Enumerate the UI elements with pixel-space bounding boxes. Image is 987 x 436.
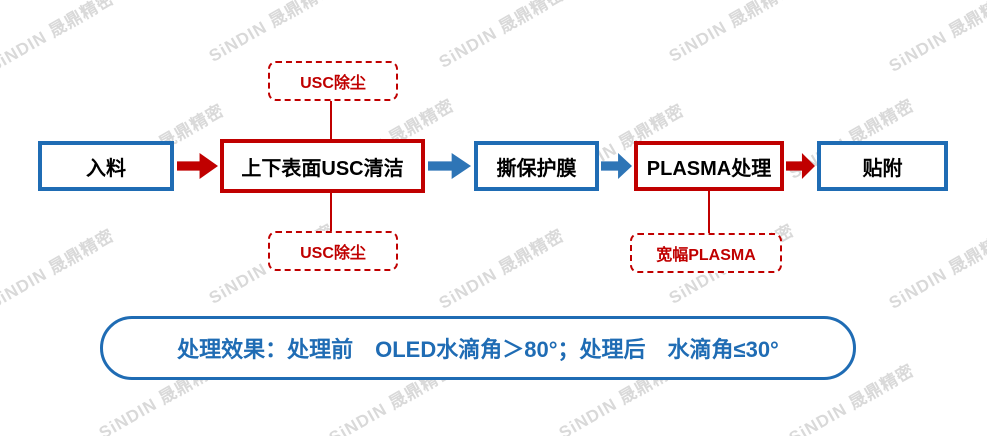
watermark-text: SiNDIN 晟鼎精密 [435, 225, 568, 313]
flow-node-label: PLASMA处理 [646, 157, 772, 180]
flow-node-input: 入料 [38, 141, 174, 191]
treatment-result-box: 处理效果：处理前 OLED水滴角＞80°；处理后 水滴角≤30° [100, 316, 856, 380]
callout-connector-bottom [330, 193, 332, 232]
callout-label: USC除尘 [300, 75, 366, 92]
flow-node-peel-film: 撕保护膜 [474, 141, 599, 191]
callout-label: USC除尘 [300, 245, 366, 262]
watermark-text: SiNDIN 晟鼎精密 [0, 0, 118, 76]
callout-label: 宽幅PLASMA [656, 247, 756, 264]
watermark-text: SiNDIN 晟鼎精密 [885, 0, 987, 76]
flow-node-label: 上下表面USC清洁 [241, 157, 404, 180]
callout-connector-plasma [708, 191, 710, 234]
callout-connector-top [330, 100, 332, 141]
callout-wide-plasma: 宽幅PLASMA [630, 233, 782, 273]
watermark-text: SiNDIN 晟鼎精密 [885, 225, 987, 313]
flow-node-usc-clean: 上下表面USC清洁 [220, 139, 425, 193]
watermark-text: SiNDIN 晟鼎精密 [665, 0, 798, 66]
flow-node-plasma: PLASMA处理 [634, 141, 784, 191]
flow-node-attach: 贴附 [817, 141, 948, 191]
watermark-text: SiNDIN 晟鼎精密 [0, 225, 118, 313]
flow-node-label: 撕保护膜 [496, 157, 577, 180]
flow-node-label: 贴附 [862, 157, 903, 180]
treatment-result-text: 处理效果：处理前 OLED水滴角＞80°；处理后 水滴角≤30° [177, 337, 779, 362]
watermark-text: SiNDIN 晟鼎精密 [205, 0, 338, 66]
watermark-text: SiNDIN 晟鼎精密 [435, 0, 568, 72]
flow-node-label: 入料 [86, 157, 126, 180]
callout-usc-dust-top: USC除尘 [268, 61, 398, 101]
callout-usc-dust-bottom: USC除尘 [268, 231, 398, 271]
